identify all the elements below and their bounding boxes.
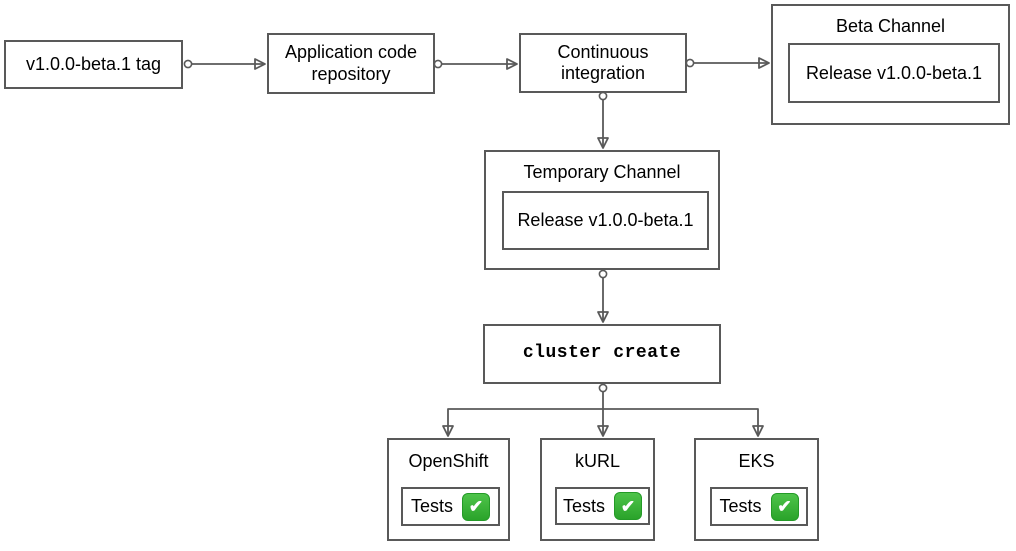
temporary-channel-release-label: Release v1.0.0-beta.1 bbox=[517, 210, 694, 230]
node-cluster-create: cluster create bbox=[483, 324, 721, 384]
edge-cluster-create-to-eks bbox=[603, 408, 764, 437]
node-application-code-repository: Application code repository bbox=[267, 33, 435, 94]
eks-tests-label: Tests bbox=[719, 496, 762, 516]
check-mark-icon: ✔ bbox=[462, 492, 490, 521]
check-glyph: ✔ bbox=[468, 497, 484, 516]
openshift-tests-label: Tests bbox=[410, 496, 453, 516]
check-glyph: ✔ bbox=[620, 496, 636, 516]
openshift-tests-box: Tests ✔ bbox=[401, 487, 500, 526]
temporary-channel-release-box: Release v1.0.0-beta.1 bbox=[502, 191, 709, 250]
kurl-tests-label: Tests bbox=[562, 495, 605, 516]
beta-channel-title: Beta Channel bbox=[835, 16, 946, 36]
edge-cluster-create-to-openshift bbox=[442, 408, 603, 437]
container-beta-channel: Beta Channel Release v1.0.0-beta.1 bbox=[771, 4, 1010, 125]
check-mark-icon: ✔ bbox=[614, 492, 642, 520]
kurl-tests-box: Tests ✔ bbox=[555, 487, 650, 525]
eks-tests-box: Tests ✔ bbox=[710, 487, 808, 526]
node-cluster-create-label: cluster create bbox=[522, 343, 682, 364]
check-glyph: ✔ bbox=[777, 497, 792, 516]
eks-title: EKS bbox=[738, 451, 775, 471]
kurl-title: kURL bbox=[574, 451, 620, 471]
check-mark-icon: ✔ bbox=[770, 492, 799, 521]
beta-channel-release-label: Release v1.0.0-beta.1 bbox=[805, 62, 983, 83]
temporary-channel-title: Temporary Channel bbox=[523, 162, 681, 182]
beta-channel-release-box: Release v1.0.0-beta.1 bbox=[788, 43, 1000, 103]
node-continuous-integration: Continuous integration bbox=[519, 33, 687, 93]
openshift-title: OpenShift bbox=[408, 451, 489, 471]
node-application-code-repository-label: Application code repository bbox=[284, 42, 418, 84]
node-version-tag-label: v1.0.0-beta.1 tag bbox=[25, 53, 162, 74]
container-temporary-channel: Temporary Channel Release v1.0.0-beta.1 bbox=[484, 150, 720, 270]
node-version-tag: v1.0.0-beta.1 tag bbox=[4, 40, 183, 89]
container-kurl: kURL Tests ✔ bbox=[540, 438, 655, 541]
container-openshift: OpenShift Tests ✔ bbox=[387, 438, 510, 541]
node-continuous-integration-label: Continuous integration bbox=[557, 41, 649, 83]
container-eks: EKS Tests ✔ bbox=[694, 438, 819, 541]
